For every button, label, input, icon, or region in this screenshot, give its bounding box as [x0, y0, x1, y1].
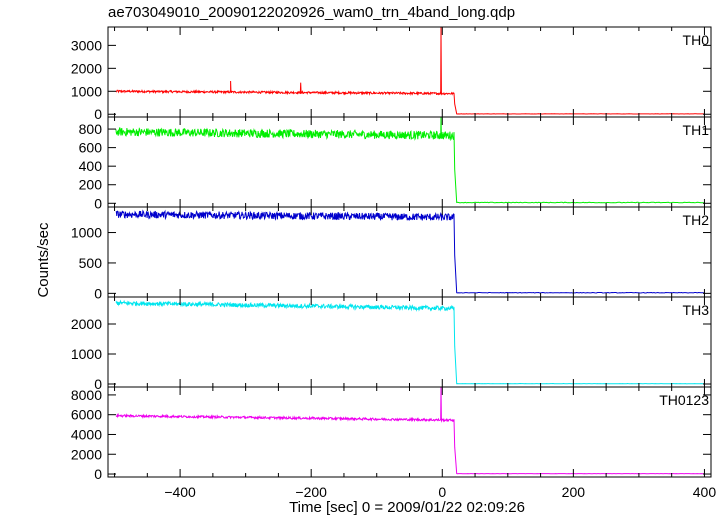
y-tick-label: 200	[79, 177, 103, 193]
y-tick-label: 6000	[71, 407, 102, 423]
series-line-th0	[115, 27, 704, 115]
y-tick-label: 8000	[71, 387, 102, 403]
x-axis-label: Time [sec] 0 = 2009/01/22 02:09:26	[289, 499, 525, 516]
panel-label-th2: TH2	[683, 212, 710, 228]
panel-label-th1: TH1	[683, 122, 710, 138]
y-tick-label: 4000	[71, 426, 102, 442]
y-tick-label: 500	[79, 255, 103, 271]
x-tick-label: −200	[295, 484, 327, 500]
y-tick-label: 0	[94, 106, 102, 122]
x-tick-label: 200	[562, 484, 586, 500]
y-tick-label: 2000	[71, 60, 102, 76]
series-line-th0123	[115, 387, 704, 475]
y-tick-label: 1000	[71, 346, 102, 362]
panel-frame	[107, 26, 712, 118]
panel-th0: 0 1000 2000 3000 TH0	[71, 26, 712, 122]
panel-label-th0123: TH0123	[659, 392, 709, 408]
y-tick-label: 2000	[71, 446, 102, 462]
y-tick-label: 0	[94, 195, 102, 211]
panel-label-th3: TH3	[683, 302, 710, 318]
x-axis-ticks: −400 −200 0 200 400	[164, 484, 716, 500]
panel-th3: 0 1000 2000 TH3	[71, 296, 712, 392]
y-tick-label: 1000	[71, 83, 102, 99]
series-line-th1	[115, 117, 704, 204]
y-tick-label: 0	[94, 376, 102, 392]
panel-label-th0: TH0	[683, 32, 710, 48]
panel-th0123: 0 2000 4000 6000 8000 TH0123	[71, 386, 712, 482]
y-tick-label: 3000	[71, 37, 102, 53]
x-tick-label: 0	[438, 484, 446, 500]
y-axis-label: Counts/sec	[35, 222, 52, 298]
x-tick-label: 400	[693, 484, 717, 500]
panel-frame	[107, 386, 712, 478]
y-tick-label: 2000	[71, 316, 102, 332]
x-tick-label: −400	[164, 484, 196, 500]
panel-frame	[107, 206, 712, 298]
y-tick-label: 800	[79, 121, 103, 137]
series-line-th3	[115, 299, 704, 385]
y-tick-label: 0	[94, 466, 102, 482]
panels-group: 0 1000 2000 3000 TH0 0 200 400 600 800 TH1 0 500 1000…	[71, 26, 712, 482]
y-tick-label: 600	[79, 140, 103, 156]
y-tick-label: 1000	[71, 225, 102, 241]
series-line-th2	[115, 209, 704, 294]
chart-title: ae703049010_20090122020926_wam0_trn_4ban…	[108, 4, 515, 21]
panel-th1: 0 200 400 600 800 TH1	[79, 116, 712, 211]
y-tick-label: 400	[79, 158, 103, 174]
panel-frame	[107, 296, 712, 388]
panel-th2: 0 500 1000 TH2	[71, 206, 712, 301]
y-tick-label: 0	[94, 285, 102, 301]
